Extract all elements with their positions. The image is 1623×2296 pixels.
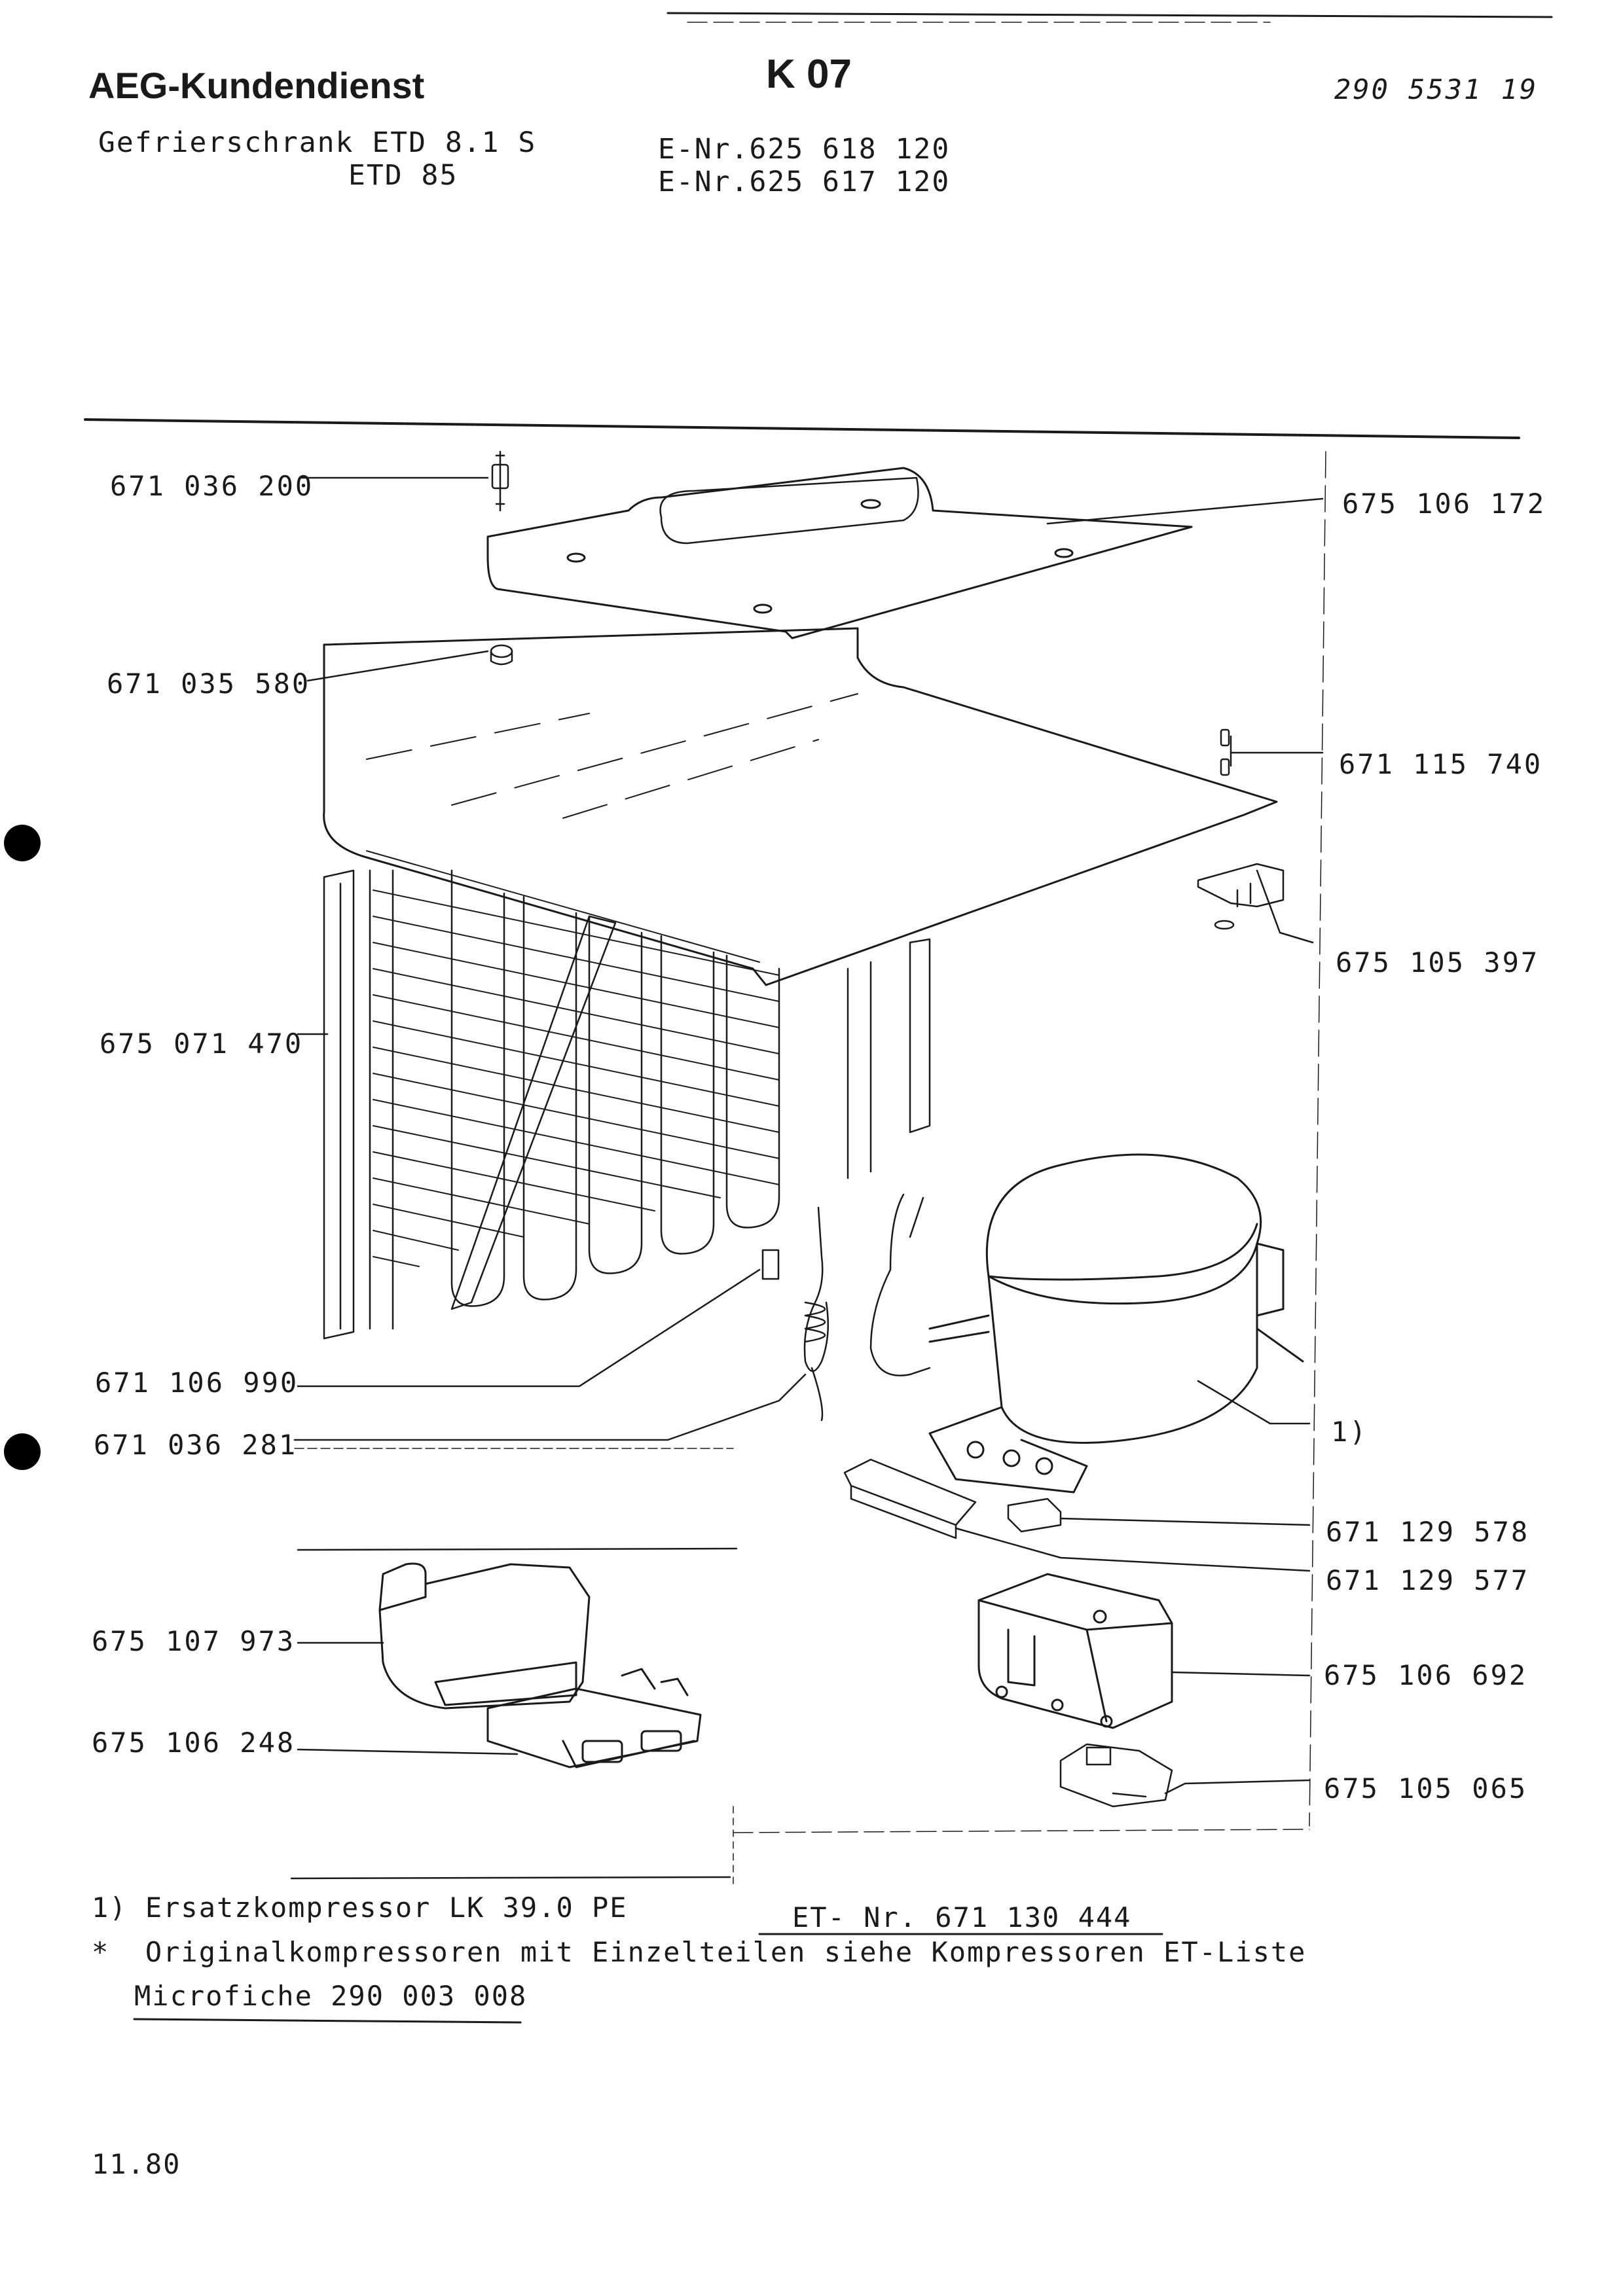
microfiche-reference: Microfiche 290 003 008 [134,1980,528,2012]
microfiche-underline [133,2018,522,2024]
leader-lines [290,476,1324,1886]
enr-line-2: E-Nr.625 617 120 [658,166,951,198]
part-label-671-036-281: 671 036 281 [94,1429,298,1461]
right-border [1309,451,1326,1827]
part-label-675-106-248: 675 106 248 [92,1727,296,1759]
relay-holder-part [486,1668,702,1768]
part-label-671-106-990: 671 106 990 [95,1367,299,1399]
part-label-675-105-397: 675 105 397 [1336,946,1540,978]
top-cover-plate [486,467,1193,639]
part-label-675-106-692: 675 106 692 [1324,1659,1528,1691]
original-compressor-note: * Originalkompressoren mit Einzelteilen … [92,1936,1307,1968]
document-date: 11.80 [92,2148,181,2180]
capillary-tube [450,915,617,1310]
capillary-loop [869,1193,931,1376]
grommet-part [490,644,513,666]
bottom-cover-plate [323,627,1278,986]
compressor-reference: 1) [1331,1416,1368,1448]
mounting-rail-part [843,1458,977,1539]
rubber-pad-part [1007,1498,1062,1533]
evaporator-fins [323,869,931,1340]
part-label-675-071-470: 675 071 470 [100,1028,304,1060]
drip-tray-part [378,1562,591,1710]
relay-cover-part [977,1573,1173,1729]
part-label-671-129-577: 671 129 577 [1326,1564,1530,1596]
part-label-671-115-740: 671 115 740 [1339,748,1543,780]
part-label-675-106-172: 675 106 172 [1342,488,1546,520]
punch-hole-top [4,825,41,861]
part-label-675-105-065: 675 105 065 [1324,1772,1528,1804]
small-screws-part [1220,728,1230,776]
top-rule [666,12,1553,18]
starting-relay-part [1059,1743,1173,1808]
company-title: AEG-Kundendienst [88,65,425,106]
replacement-compressor-note: 1) Ersatzkompressor LK 39.0 PE [92,1892,628,1924]
bracket-part [1197,863,1285,930]
part-label-671-129-578: 671 129 578 [1326,1516,1530,1548]
part-label-675-107-973: 675 107 973 [92,1625,296,1657]
part-label-671-036-200: 671 036 200 [110,470,314,502]
enr-line-1: E-Nr.625 618 120 [658,133,951,166]
thermostat-sensor [761,1206,829,1422]
replacement-compressor-et-number: ET- Nr. 671 130 444 [792,1901,1132,1933]
document-number: 290 5531 19 [1334,73,1539,105]
punch-hole-bottom [4,1433,41,1470]
page-code: K 07 [766,52,852,97]
product-line-1: Gefrierschrank ETD 8.1 S [98,126,537,159]
section-rule [84,418,1520,439]
screw-part [491,450,509,512]
compressor-part [928,1153,1304,1494]
part-label-671-035-580: 671 035 580 [107,668,311,700]
product-line-2: ETD 85 [348,159,458,192]
